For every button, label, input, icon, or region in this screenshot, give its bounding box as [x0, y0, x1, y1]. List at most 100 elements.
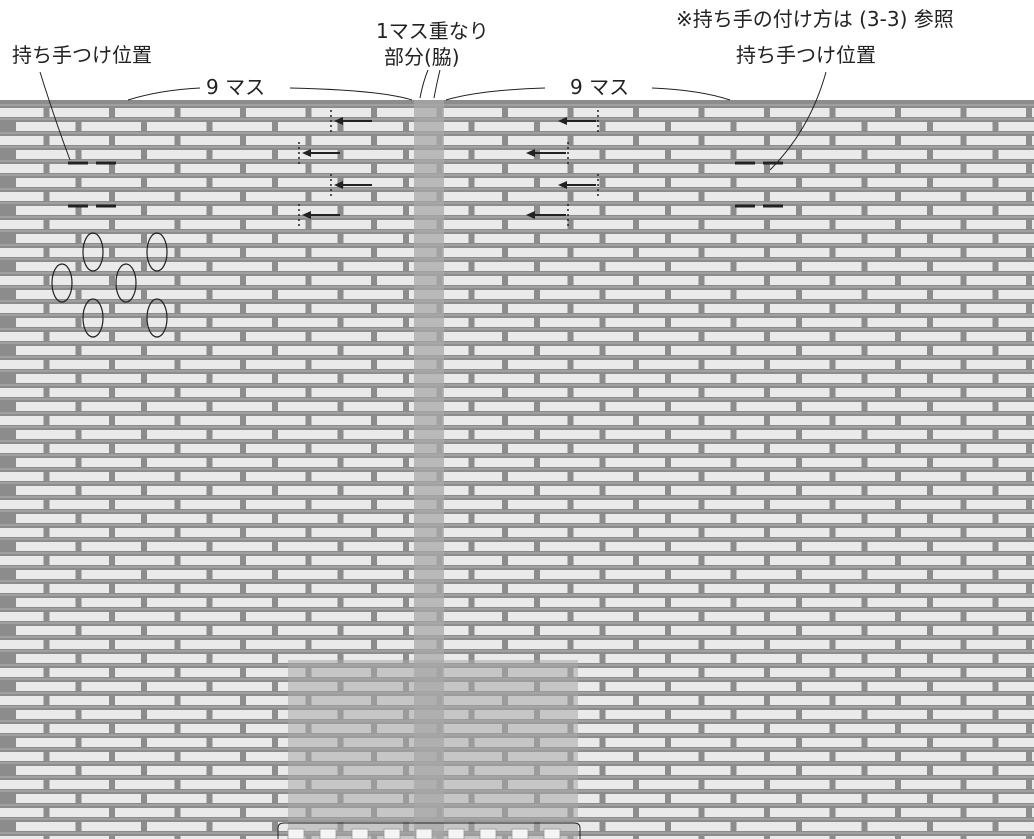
brick-cell — [736, 682, 796, 691]
woven-grid — [0, 100, 1034, 839]
brick-cell — [966, 108, 1026, 117]
brick-cell — [639, 724, 699, 733]
brick-cell — [377, 220, 437, 229]
brick-cell — [343, 514, 403, 523]
brick-cell — [0, 808, 44, 817]
brick-cell — [867, 794, 927, 803]
brick-cell — [0, 500, 44, 509]
brick-cell — [901, 416, 961, 425]
brick-cell — [770, 528, 830, 537]
brick-cell — [704, 472, 764, 481]
brick-cell — [933, 682, 993, 691]
brick-cell — [442, 444, 502, 453]
arrow-head — [558, 181, 567, 189]
brick-cell — [115, 668, 175, 677]
brick-cell — [736, 458, 796, 467]
brick-cell — [343, 402, 403, 411]
brick-cell — [49, 332, 109, 341]
brick-cell — [0, 724, 44, 733]
brick-cell — [212, 570, 272, 579]
brick-cell — [474, 654, 534, 663]
overlap-label-line1: 1マス重なり — [376, 19, 489, 43]
brick-cell — [508, 416, 568, 425]
brick-cell — [246, 808, 306, 817]
brick-cell — [540, 122, 600, 131]
brick-cell — [212, 794, 272, 803]
bottom-cell — [511, 828, 529, 839]
brick-cell — [246, 500, 306, 509]
brick-cell — [115, 164, 175, 173]
brick-cell — [933, 206, 993, 215]
brick-cell — [246, 108, 306, 117]
brick-cell — [573, 472, 633, 481]
brick-cell — [966, 248, 1026, 257]
brick-cell — [0, 220, 44, 229]
brick-cell — [180, 668, 240, 677]
brick-cell — [377, 332, 437, 341]
brick-cell — [147, 150, 207, 159]
brick-cell — [81, 402, 141, 411]
brick-cell — [901, 752, 961, 761]
brick-cell — [867, 766, 927, 775]
brick-cell — [1032, 612, 1034, 621]
brick-cell — [573, 248, 633, 257]
brick-cell — [49, 416, 109, 425]
brick-cell — [246, 836, 306, 839]
brick-cell — [605, 654, 665, 663]
brick-cell — [736, 318, 796, 327]
brick-cell — [901, 556, 961, 565]
brick-cell — [377, 360, 437, 369]
brick-cell — [867, 654, 927, 663]
brick-cell — [639, 304, 699, 313]
brick-cell — [115, 556, 175, 565]
brick-cell — [704, 724, 764, 733]
brick-cell — [246, 696, 306, 705]
brick-cell — [736, 766, 796, 775]
brick-cell — [147, 710, 207, 719]
brick-cell — [508, 220, 568, 229]
brick-cell — [81, 710, 141, 719]
brick-cell — [16, 458, 76, 467]
brick-cell — [901, 164, 961, 173]
brick-cell — [966, 416, 1026, 425]
brick-cell — [966, 276, 1026, 285]
brick-cell — [81, 542, 141, 551]
brick-cell — [671, 374, 731, 383]
brick-cell — [246, 248, 306, 257]
brick-cell — [573, 192, 633, 201]
brick-cell — [671, 626, 731, 635]
brick-cell — [770, 416, 830, 425]
brick-cell — [736, 822, 796, 831]
brick-cell — [81, 486, 141, 495]
arrow-head — [334, 181, 343, 189]
brick-cell — [474, 430, 534, 439]
brick-cell — [0, 640, 44, 649]
handle-right-leader — [769, 71, 827, 171]
brick-cell — [508, 640, 568, 649]
brick-cell — [704, 388, 764, 397]
brick-cell — [671, 430, 731, 439]
brick-cell — [966, 668, 1026, 677]
brick-cell — [1032, 220, 1034, 229]
annotation-lines — [39, 69, 827, 171]
brick-cell — [0, 304, 44, 313]
brick-cell — [81, 766, 141, 775]
brick-cell — [933, 542, 993, 551]
brick-cell — [605, 318, 665, 327]
brick-cell — [639, 444, 699, 453]
brick-cell — [802, 738, 862, 747]
brick-cell — [311, 416, 371, 425]
brick-cell — [835, 220, 895, 229]
brick-cell — [16, 514, 76, 523]
handle-position-left-label: 持ち手つけ位置 — [12, 43, 152, 67]
brick-cell — [49, 612, 109, 621]
brick-cell — [508, 444, 568, 453]
brick-cell — [736, 486, 796, 495]
brick-cell — [0, 416, 44, 425]
brick-cell — [246, 444, 306, 453]
brick-cell — [508, 332, 568, 341]
brick-cell — [508, 556, 568, 565]
brick-cell — [704, 556, 764, 565]
brick-cell — [115, 752, 175, 761]
brick-cell — [311, 388, 371, 397]
